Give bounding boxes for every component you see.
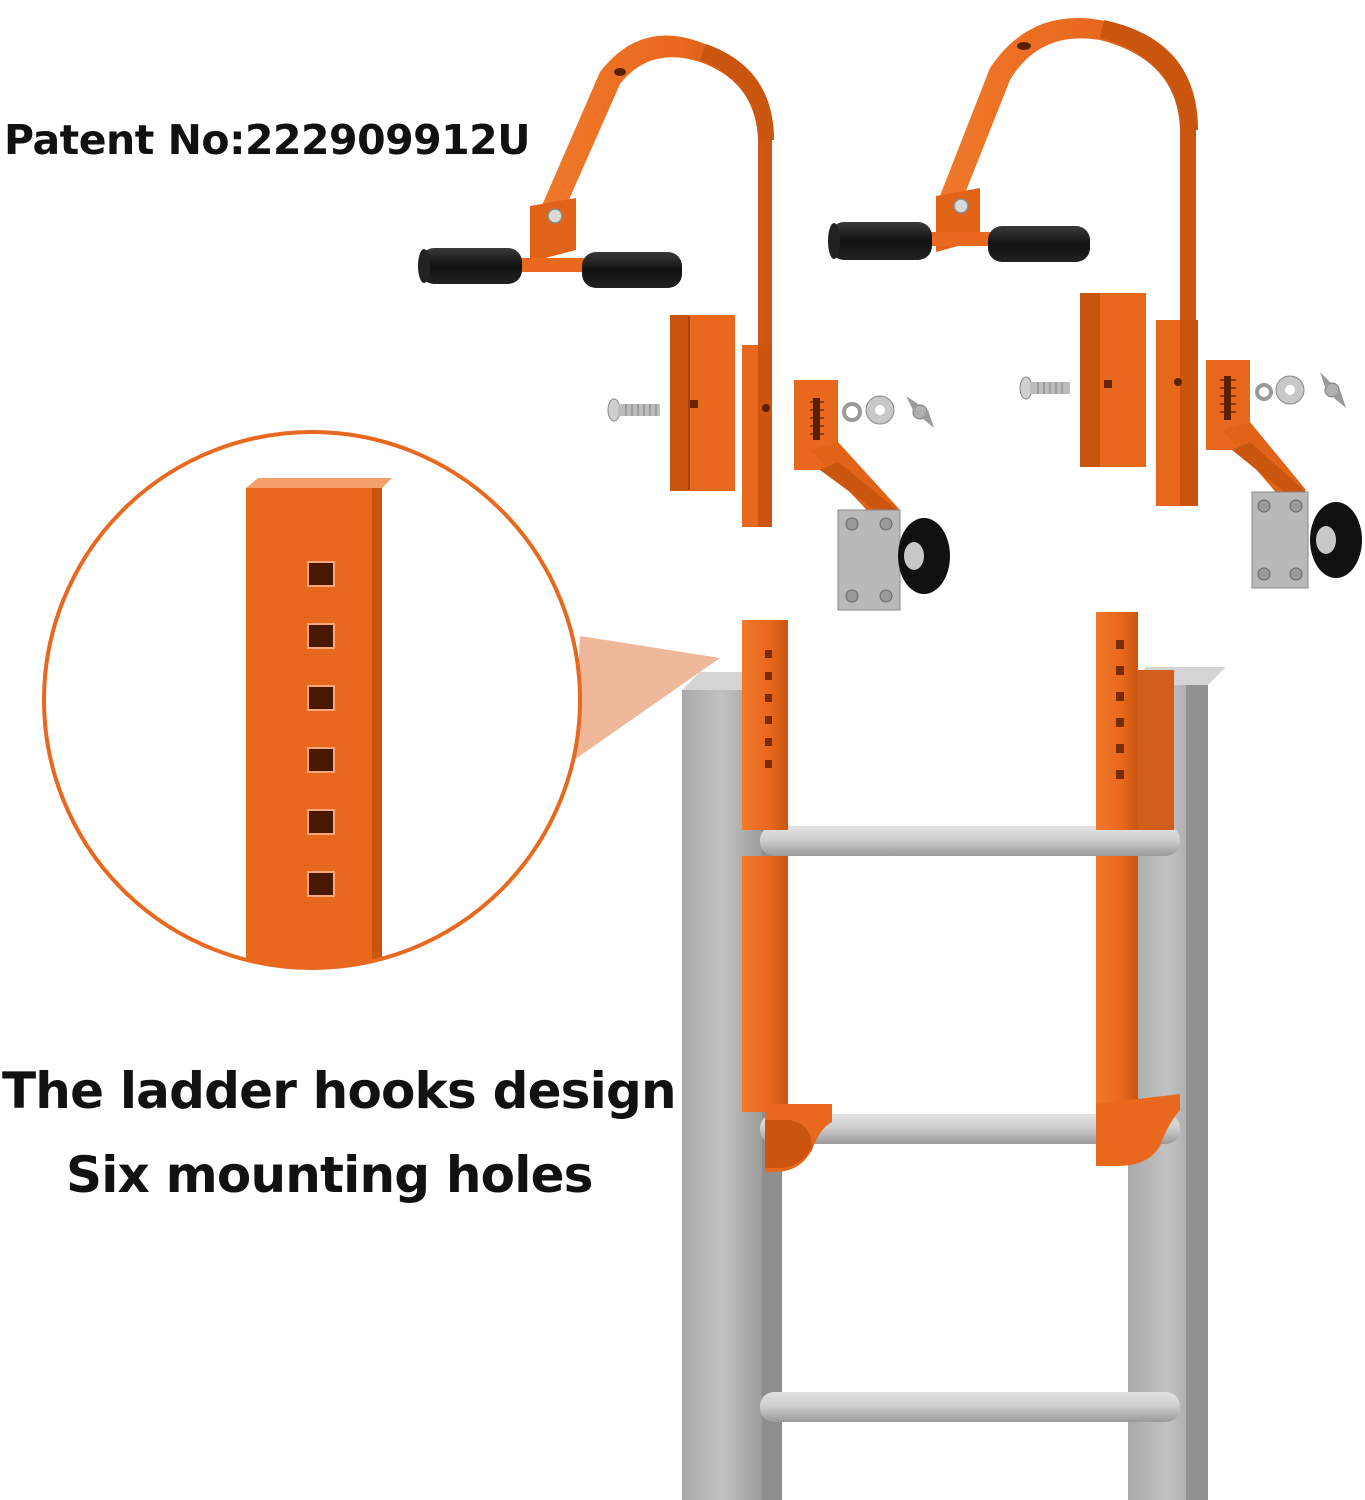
right-handle [828, 222, 1090, 262]
ladder-rung-1 [760, 826, 1180, 856]
right-wheel-bracket [1206, 360, 1362, 589]
left-bolt [607, 398, 660, 422]
caption-line-1: The ladder hooks design [2, 1062, 677, 1120]
zoom-strap [246, 478, 392, 968]
mounting-hole-6 [307, 871, 335, 897]
mounting-hole-1 [307, 561, 335, 587]
right-bolt [1019, 376, 1070, 400]
zoom-connector [574, 636, 720, 760]
mounting-holes [307, 561, 335, 897]
ladder [682, 612, 1226, 1500]
mounting-hole-5 [307, 809, 335, 835]
right-channel-bracket [1080, 293, 1146, 467]
left-hook-arc [540, 35, 772, 345]
caption-line-2: Six mounting holes [66, 1146, 593, 1204]
right-hardware [1255, 372, 1346, 408]
left-channel-bracket [670, 315, 735, 491]
left-strap-bracket [742, 620, 832, 1172]
ladder-rung-3 [760, 1392, 1180, 1422]
zoom-detail-circle [42, 430, 582, 970]
right-hook-assembly [828, 18, 1362, 589]
left-handle-grip-1 [420, 248, 522, 284]
ladder-rung-2 [760, 1114, 1180, 1144]
mounting-hole-2 [307, 623, 335, 649]
mounting-hole-4 [307, 747, 335, 773]
left-hook-assembly [418, 35, 950, 611]
right-hook-arc [936, 18, 1196, 320]
left-handle [418, 248, 682, 288]
patent-number: Patent No:222909912U [4, 116, 531, 164]
left-hardware [842, 395, 934, 428]
right-handle-grip-2 [988, 226, 1090, 262]
right-handle-grip-1 [830, 222, 932, 260]
right-strap-bracket [1096, 612, 1180, 1166]
left-wheel-bracket [794, 380, 950, 611]
mounting-hole-3 [307, 685, 335, 711]
left-handle-grip-2 [582, 252, 682, 288]
